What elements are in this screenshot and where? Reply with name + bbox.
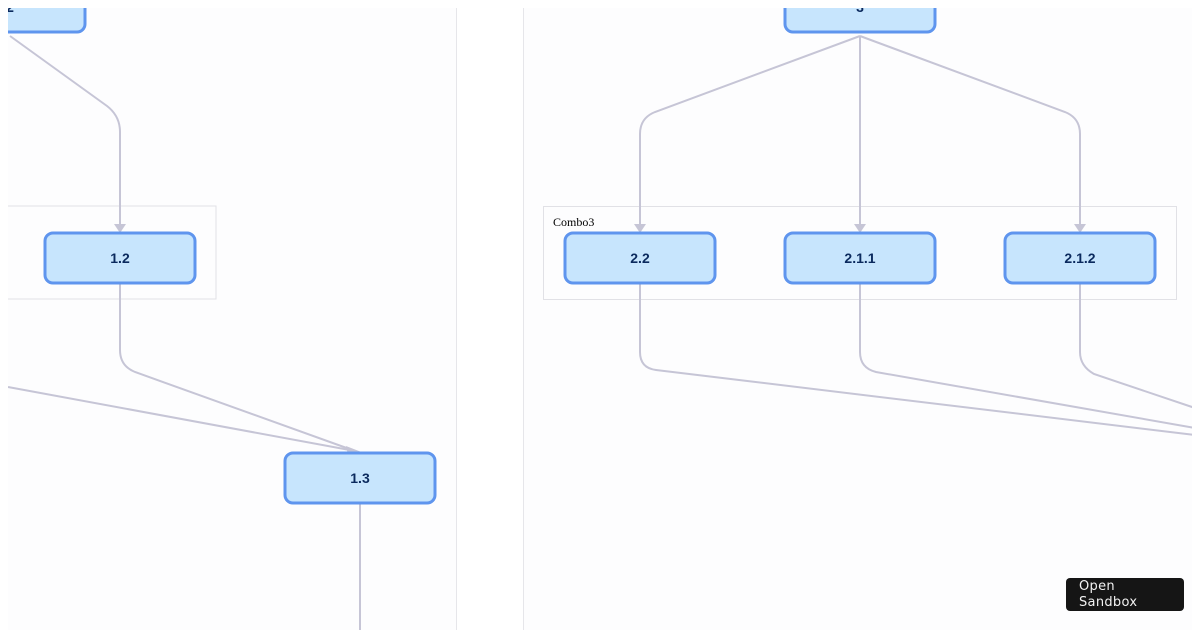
arrow-2-2 [634, 224, 646, 233]
edge-2-1-1-out[interactable] [859, 284, 1196, 429]
node-label: 2.1.2 [1064, 250, 1095, 266]
panel-gap [456, 8, 524, 630]
panel-gap-fill [457, 8, 523, 630]
node-label: 1.3 [350, 470, 370, 486]
arrow-1-2 [114, 224, 126, 233]
node-box [283, 451, 437, 505]
node-box [783, 231, 937, 285]
node-2-2[interactable]: 2.2 [563, 231, 717, 285]
arrow-2-1-2 [1074, 224, 1086, 233]
combo3-label: Combo3 [553, 215, 594, 229]
node-1-3[interactable]: 1.3 [283, 451, 437, 505]
edge-2-1-2-out[interactable] [1079, 284, 1196, 409]
node-2-1-2[interactable]: 2.1.2 [1003, 231, 1157, 285]
combo-left-box [0, 205, 217, 300]
open-sandbox-button[interactable]: Open Sandbox [1066, 578, 1184, 611]
node-box [43, 231, 197, 285]
frame-left [0, 0, 8, 630]
node-label: 1.2 [110, 250, 130, 266]
edge-3-to-2-1-2[interactable] [859, 35, 1081, 226]
combo-left[interactable] [0, 205, 217, 300]
node-label: 2.1.1 [844, 250, 875, 266]
edge-2-to-1-2[interactable] [9, 35, 121, 226]
arrow-2-1-1 [854, 224, 866, 233]
node-box [1003, 231, 1157, 285]
node-1-2[interactable]: 1.2 [43, 231, 197, 285]
frame-right [1192, 0, 1200, 630]
diagram-canvas[interactable] [8, 8, 1192, 630]
edge-1-2-to-1-3[interactable] [119, 284, 356, 452]
edges [7, 35, 1196, 630]
frame-top [0, 0, 1200, 8]
node-label: 2.2 [630, 250, 650, 266]
edge-left-to-1-3[interactable] [7, 386, 356, 452]
edge-2-2-out[interactable] [639, 284, 1196, 436]
edge-3-to-2-2[interactable] [639, 35, 861, 226]
node-2-1-1[interactable]: 2.1.1 [783, 231, 937, 285]
node-box [563, 231, 717, 285]
